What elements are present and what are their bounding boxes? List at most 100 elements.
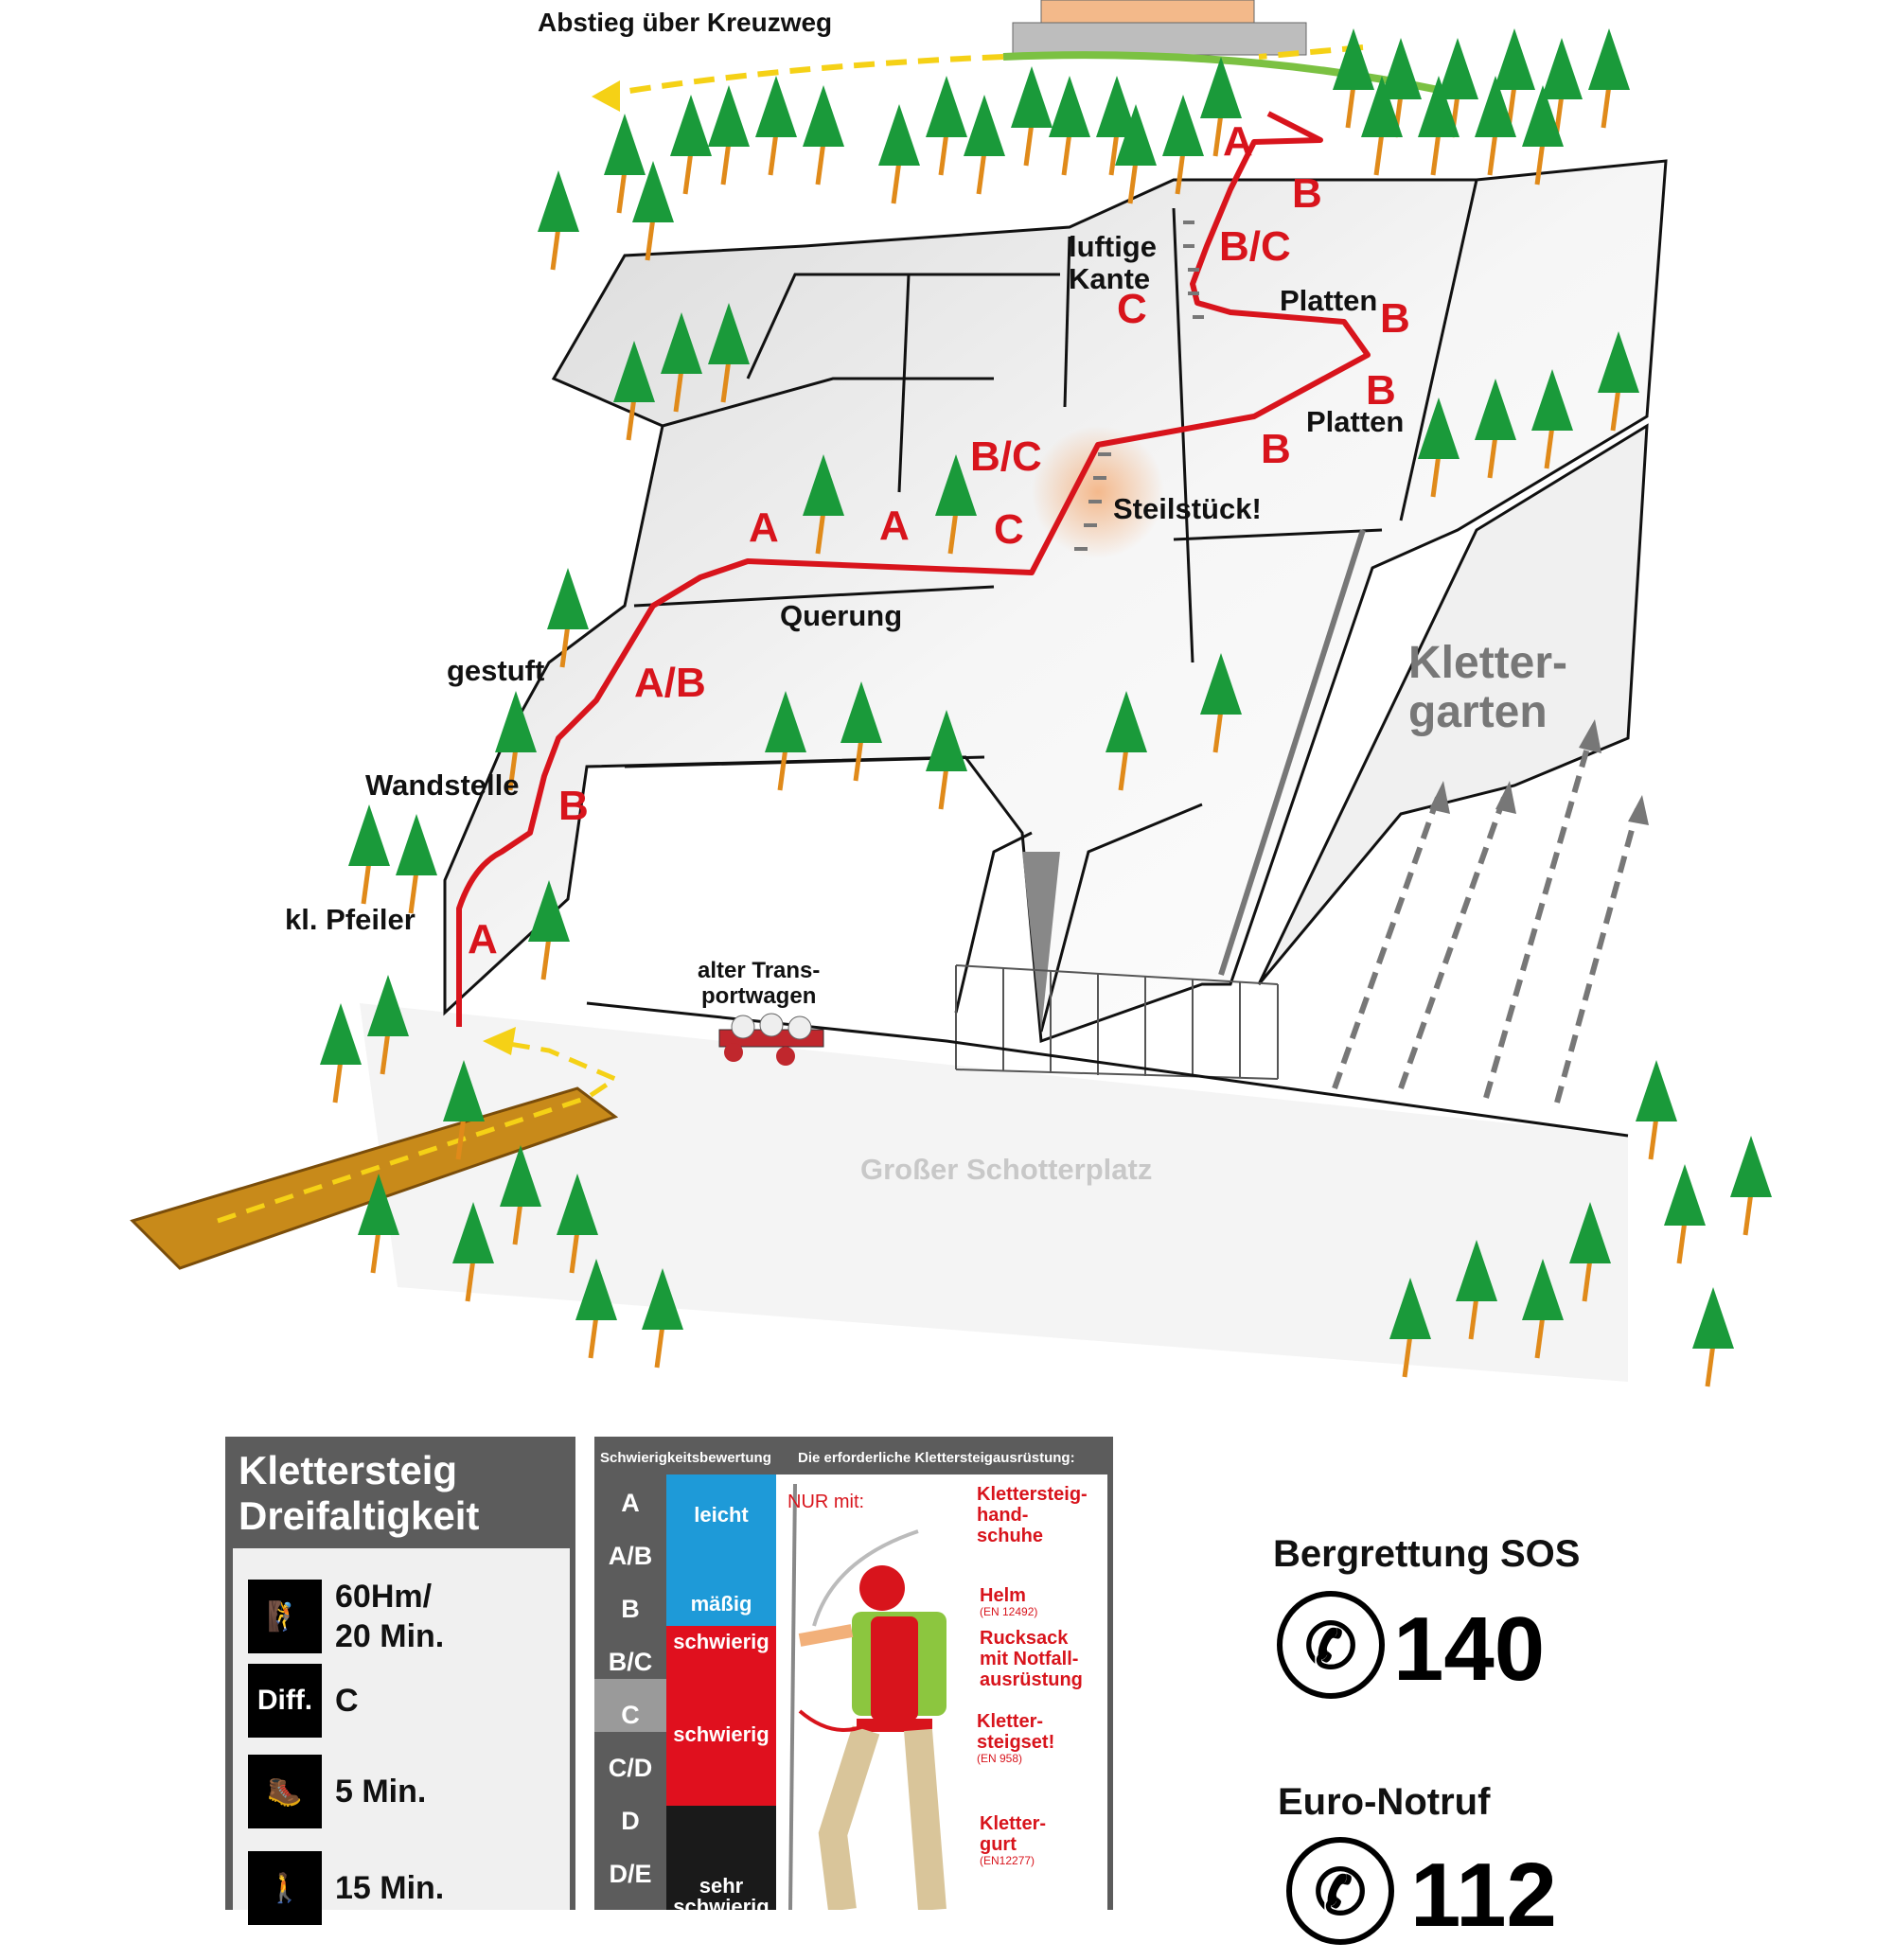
tree-icon	[1456, 1240, 1497, 1340]
descent-walker-icon: 🚶	[248, 1851, 322, 1925]
tree-icon	[926, 76, 967, 176]
band-label-sehr-schwierig: sehr schwierig	[673, 1874, 770, 1918]
label-wandstelle: Wandstelle	[365, 768, 520, 802]
tree-icon	[1730, 1136, 1772, 1236]
label-platten-2: Platten	[1306, 405, 1405, 438]
mountain-rescue-title: Bergrettung SOS	[1273, 1533, 1581, 1575]
tree-icon	[926, 710, 967, 810]
tree-icon	[1692, 1287, 1734, 1387]
equipment-helmet: Helm(EN 12492)	[980, 1585, 1037, 1618]
equipment-gloves: Klettersteig- hand- schuhe	[977, 1484, 1088, 1546]
band-easy: leicht mäßig	[666, 1474, 776, 1626]
tree-icon	[528, 880, 570, 980]
tree-icon	[604, 114, 646, 214]
tree-icon	[1162, 95, 1204, 195]
phone-icon: ✆	[1286, 1837, 1394, 1945]
tree-icon	[1011, 66, 1053, 167]
tree-icon	[755, 76, 797, 176]
difficulty-icon: Diff.	[248, 1664, 322, 1738]
band-label-maessig: mäßig	[690, 1592, 752, 1616]
label-luftige-kante: luftige Kante	[1069, 230, 1157, 295]
tree-icon	[1636, 1060, 1677, 1160]
info-row-approach: 🥾 5 Min.	[248, 1755, 426, 1828]
tree-icon	[396, 814, 437, 914]
transport-cart-icon	[718, 1013, 824, 1066]
helmet-norm: (EN 12492)	[980, 1605, 1038, 1618]
tree-icon	[613, 341, 655, 441]
grade-wand-b: B	[558, 783, 589, 829]
tree-icon	[1333, 28, 1374, 129]
set-name: Kletter- steigset!	[977, 1711, 1055, 1753]
grade-BC: B/C	[608, 1648, 653, 1676]
tree-icon	[320, 1003, 362, 1104]
grade-querung-a1: A	[749, 504, 779, 551]
tree-icon	[1200, 653, 1242, 753]
approach-road	[130, 1086, 619, 1270]
tree-icon	[765, 691, 806, 791]
tree-icon	[803, 85, 844, 185]
steilstueck-highlight	[1032, 426, 1164, 558]
band-very-difficult: sehr schwierig	[666, 1806, 776, 1917]
grade-top-b: B	[1292, 170, 1322, 217]
route-line	[456, 111, 1371, 1027]
difficulty-value: C	[335, 1683, 359, 1719]
descent-label: Abstieg über Kreuzweg	[538, 8, 833, 37]
euro-emergency-number[interactable]: 112	[1410, 1845, 1557, 1946]
label-platten-1: Platten	[1280, 284, 1378, 317]
tree-icon	[642, 1268, 683, 1368]
label-gestuft: gestuft	[447, 654, 545, 687]
approach-time: 5 Min.	[335, 1774, 427, 1810]
fence	[955, 964, 1279, 1080]
tree-icon	[1389, 1278, 1431, 1378]
tree-icon	[538, 170, 579, 271]
gravel-area	[360, 1003, 1628, 1382]
tree-icon	[1522, 1259, 1564, 1359]
tree-icon	[670, 95, 712, 195]
climber-icon: 🧗	[248, 1580, 322, 1653]
info-row-ascent: 🧗 60Hm/20 Min.	[248, 1577, 444, 1656]
tree-icon	[1475, 76, 1516, 176]
info-body: 🧗 60Hm/20 Min. Diff. C 🥾 5 Min. 🚶 15 Min…	[233, 1548, 570, 1925]
grade-steil-bc: B/C	[970, 433, 1042, 480]
tree-icon	[500, 1145, 541, 1245]
mountain-rescue-number[interactable]: 140	[1393, 1598, 1546, 1700]
band-difficult: schwierig schwierig	[666, 1626, 776, 1806]
band-label-leicht: leicht	[694, 1503, 749, 1527]
grade-platten-b2: B	[1366, 367, 1396, 414]
tree-icon	[935, 454, 977, 555]
ascent-time: 20 Min.	[335, 1618, 445, 1654]
descent-time: 15 Min.	[335, 1870, 445, 1906]
tree-icon	[358, 1174, 399, 1274]
grade-DE: D/E	[609, 1860, 652, 1888]
band-label-schwierig-2: schwierig	[673, 1722, 770, 1746]
tree-icon	[367, 975, 409, 1075]
route-map	[130, 0, 1772, 1387]
tree-icon	[1475, 379, 1516, 479]
tree-icon	[661, 312, 702, 413]
tree-icon	[1096, 76, 1138, 176]
rock-faces	[443, 159, 1668, 1044]
tree-icon	[557, 1174, 598, 1274]
tree-icon	[1522, 85, 1564, 185]
highlighted-grade-bg	[594, 1679, 666, 1732]
helmet-name: Helm	[980, 1585, 1026, 1606]
info-title: Klettersteig Dreifaltigkeit	[225, 1437, 575, 1550]
band-label-schwierig-1: schwierig	[673, 1630, 770, 1653]
scale-header: Schwierigkeitsbewertung	[600, 1450, 771, 1466]
equipment-via-ferrata-set: Kletter- steigset!(EN 958)	[977, 1711, 1054, 1765]
grade-top-a: A	[1223, 118, 1253, 165]
tree-icon	[1418, 397, 1460, 498]
trees	[320, 28, 1772, 1387]
descent-path	[605, 44, 1364, 97]
grade-querung-a2: A	[879, 503, 910, 549]
tree-icon	[1200, 57, 1242, 157]
set-norm: (EN 958)	[977, 1752, 1023, 1765]
grade-gestuft-ab: A/B	[634, 660, 706, 706]
tree-icon	[1106, 691, 1147, 791]
tree-icon	[878, 104, 920, 204]
tree-icon	[575, 1259, 617, 1359]
label-steilstueck: Steilstück!	[1113, 492, 1262, 525]
ladder-rungs	[1074, 221, 1204, 551]
grade-C: C	[621, 1701, 640, 1729]
difficulty-scale-panel: Schwierigkeitsbewertung Die erforderlich…	[594, 1437, 1113, 1917]
